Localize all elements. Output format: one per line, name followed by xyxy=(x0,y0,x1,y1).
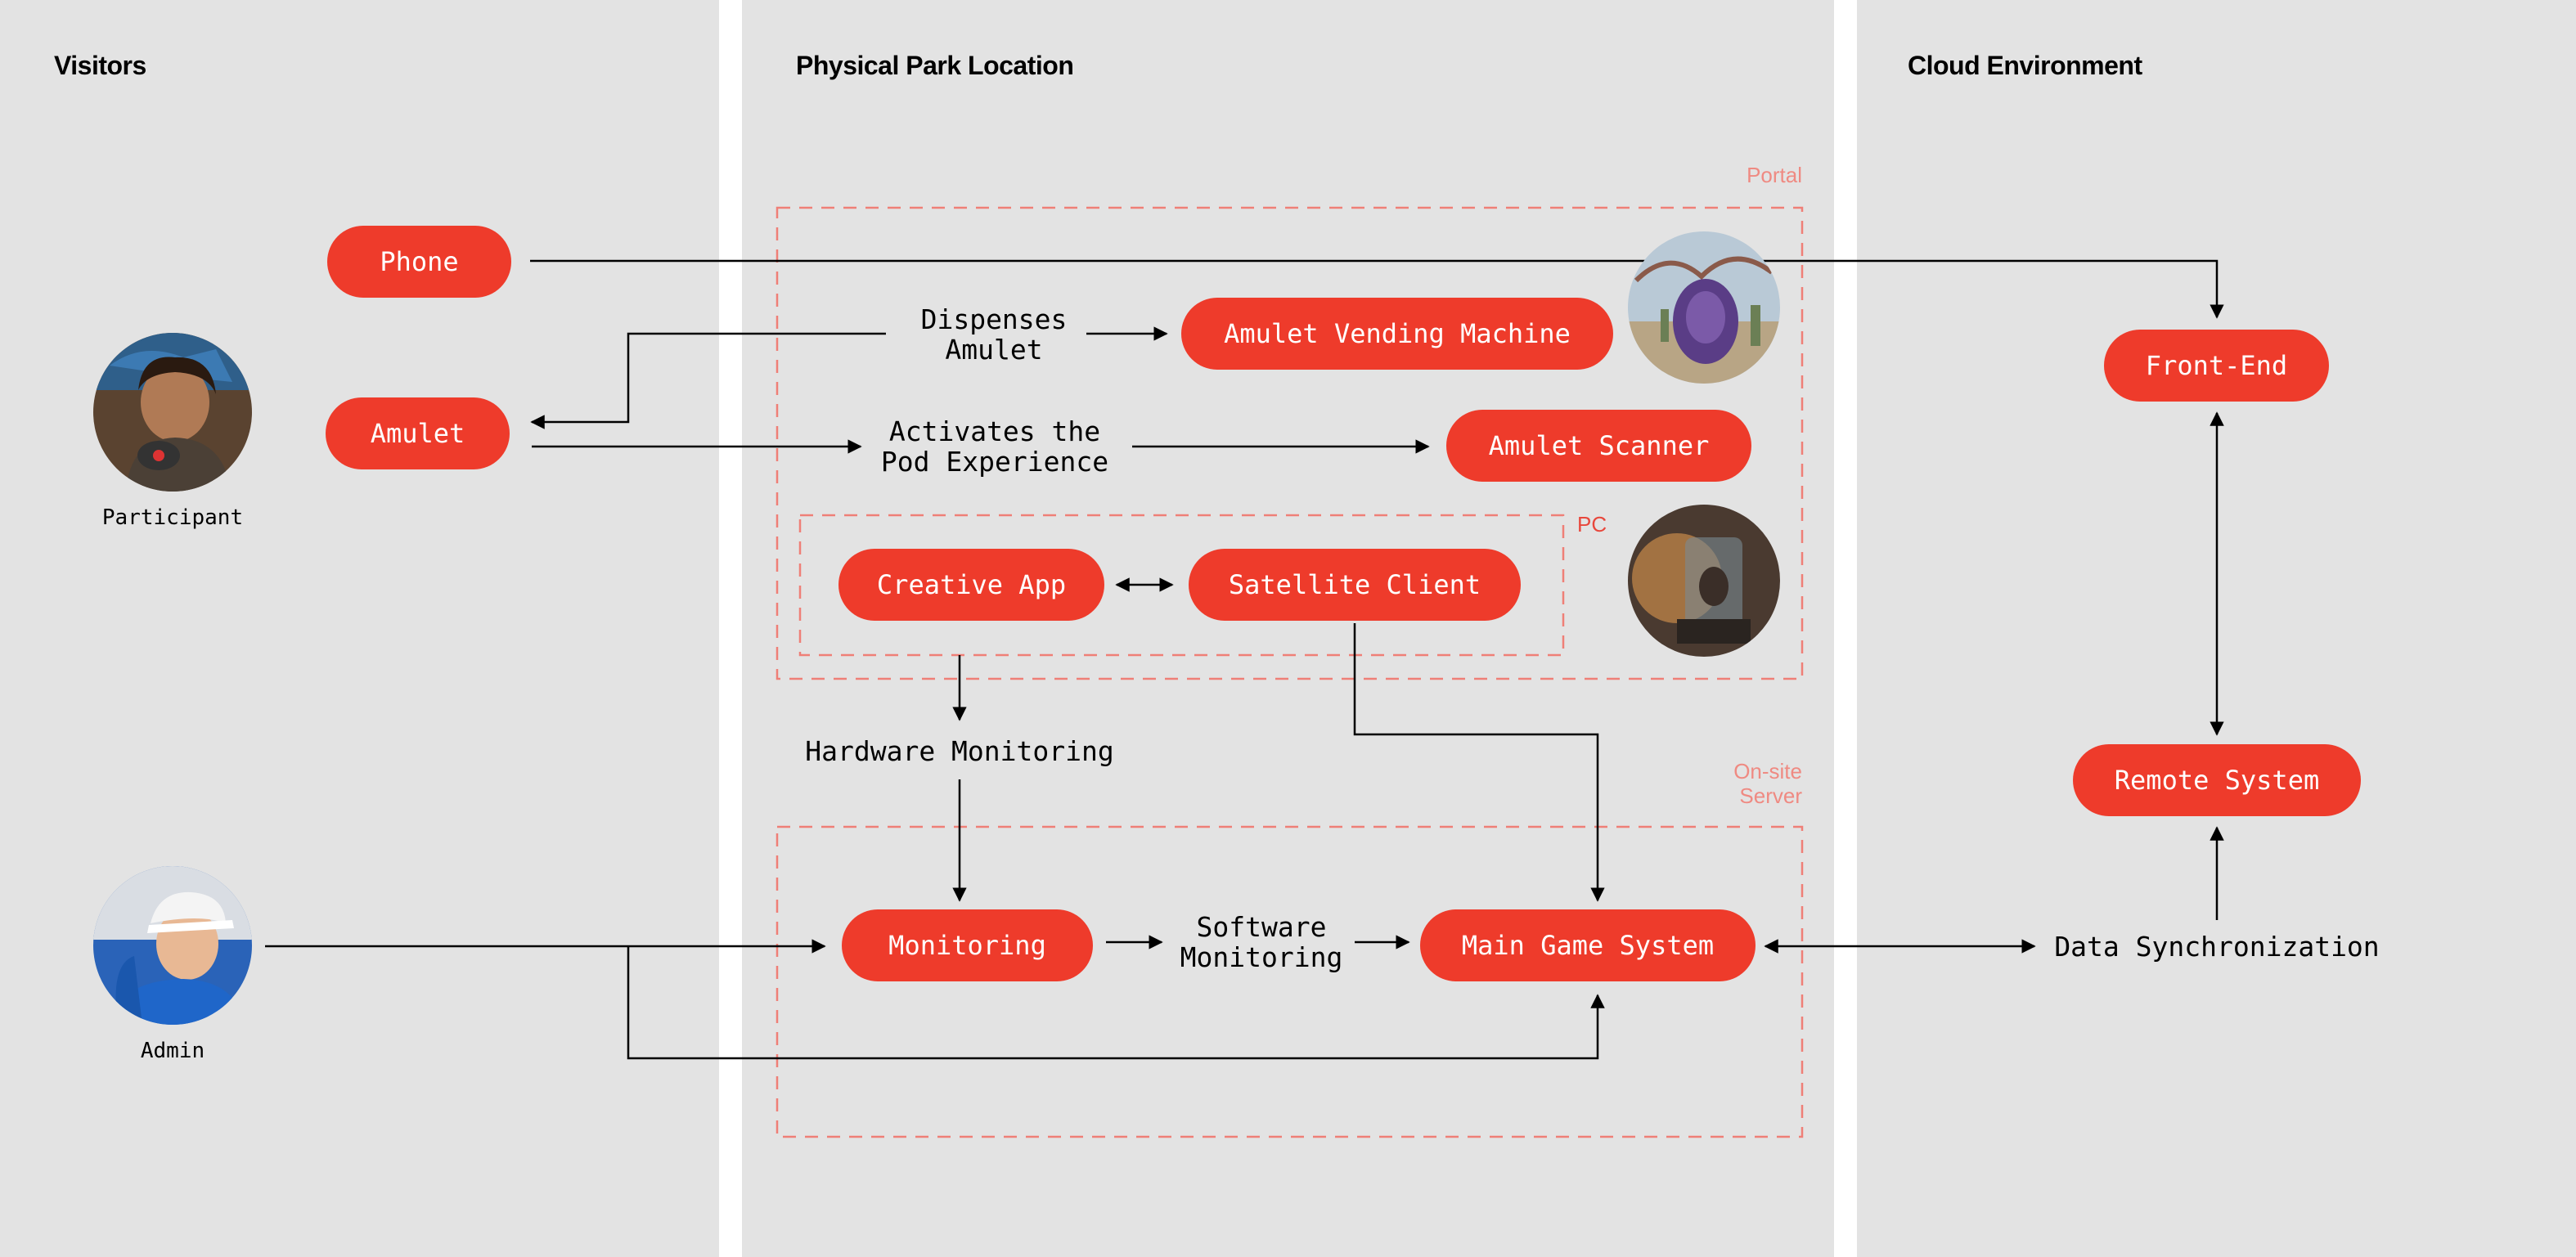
data-synchronization-label: Data Synchronization xyxy=(2054,931,2380,963)
hardware-monitoring-label: Hardware Monitoring xyxy=(805,735,1114,767)
arrow-phone-frontend xyxy=(530,259,2224,319)
vending-machine-photo xyxy=(1628,231,1780,384)
arrow-admin-maingame xyxy=(627,946,1605,1060)
pc-pod-photo xyxy=(1628,505,1780,657)
arrow-satellite-maingame xyxy=(1353,623,1605,902)
main-game-system-node[interactable]: Main Game System xyxy=(1420,909,1756,981)
admin-label: Admin xyxy=(140,1039,205,1063)
portal-group-box xyxy=(775,206,1804,680)
portal-group-label: Portal xyxy=(1747,163,1802,187)
activates-pod-label: Activates the Pod Experience xyxy=(880,415,1109,478)
creative-app-node[interactable]: Creative App xyxy=(838,549,1104,621)
cloud-title: Cloud Environment xyxy=(1908,51,2142,80)
arrow-dispenses-amulet xyxy=(530,332,886,429)
pc-group-label: PC xyxy=(1577,512,1607,536)
amulet-node[interactable]: Amulet xyxy=(326,397,510,469)
amulet-vending-machine-node[interactable]: Amulet Vending Machine xyxy=(1181,298,1613,370)
amulet-scanner-node[interactable]: Amulet Scanner xyxy=(1446,410,1751,482)
participant-label: Participant xyxy=(101,505,244,530)
pc-group-box xyxy=(798,514,1565,657)
phone-node[interactable]: Phone xyxy=(327,226,511,298)
admin-avatar xyxy=(93,866,252,1025)
park-title: Physical Park Location xyxy=(796,51,1074,80)
participant-avatar xyxy=(93,333,252,492)
visitors-title: Visitors xyxy=(54,51,146,80)
satellite-client-node[interactable]: Satellite Client xyxy=(1189,549,1521,621)
front-end-node[interactable]: Front-End xyxy=(2104,330,2329,402)
remote-system-node[interactable]: Remote System xyxy=(2073,744,2361,816)
visitors-column xyxy=(0,0,719,1257)
monitoring-node[interactable]: Monitoring xyxy=(842,909,1093,981)
dispenses-amulet-label: Dispenses Amulet xyxy=(920,303,1068,366)
software-monitoring-label: Software Monitoring xyxy=(1180,911,1343,973)
onsite-server-group-label: On-site Server xyxy=(1733,759,1802,808)
onsite-server-group-box xyxy=(775,825,1804,1138)
